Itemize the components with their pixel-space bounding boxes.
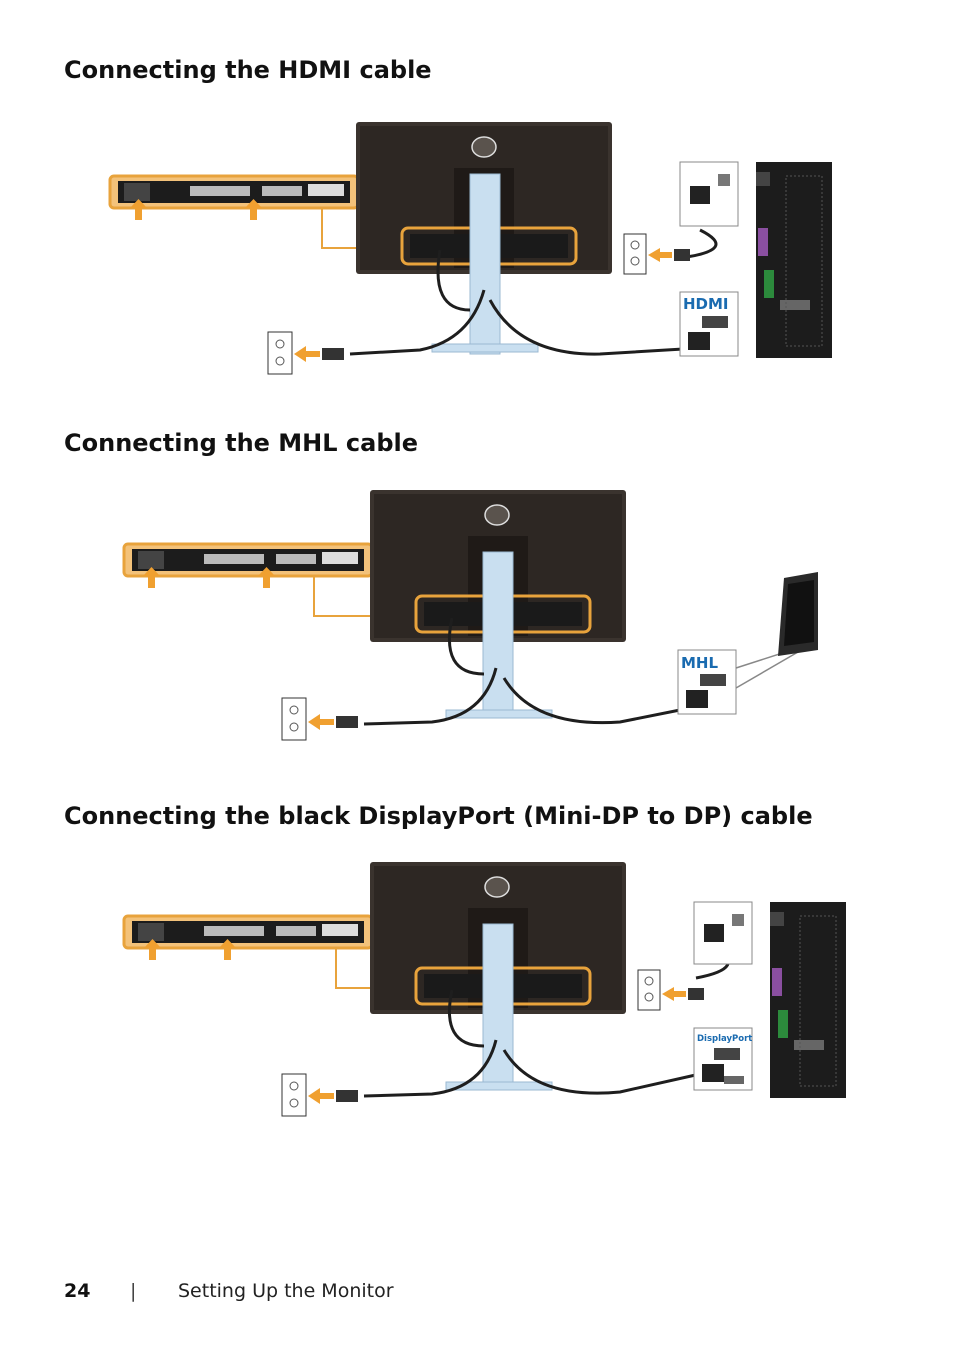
wall-outlet-computer <box>637 969 704 1011</box>
section-heading-mhl: Connecting the MHL cable <box>64 429 419 457</box>
panel-arrow-video <box>245 199 262 220</box>
hdmi-connector-detail: HDMI <box>679 291 739 357</box>
hdmi-connection-diagram: HDMI <box>108 122 832 375</box>
rear-connector-panel <box>122 914 374 950</box>
page-number: 24 <box>64 1280 91 1302</box>
displayport-connector-detail: DisplayPort <box>693 1027 753 1091</box>
computer-tower <box>770 902 846 1098</box>
footer-separator: | <box>130 1280 137 1302</box>
panel-arrow-power <box>144 939 161 960</box>
power-connector-detail <box>679 161 739 227</box>
section-heading-hdmi: Connecting the HDMI cable <box>64 56 432 84</box>
mhl-label: MHL <box>681 654 718 672</box>
mhl-connection-diagram: MHL <box>122 490 818 741</box>
wall-outlet-monitor <box>281 697 358 741</box>
section-heading-displayport: Connecting the black DisplayPort (Mini-D… <box>64 802 813 830</box>
footer-section-title: Setting Up the Monitor <box>178 1280 394 1302</box>
rear-connector-panel <box>108 174 360 210</box>
hdmi-label: HDMI <box>683 295 729 313</box>
displayport-label: DisplayPort <box>697 1034 752 1044</box>
panel-arrow-video <box>219 939 236 960</box>
wall-outlet-monitor <box>267 331 344 375</box>
wall-outlet-monitor <box>281 1073 358 1117</box>
computer-tower <box>756 162 832 358</box>
monitor-back <box>356 122 612 274</box>
panel-arrow-power <box>143 567 160 588</box>
rear-connector-panel <box>122 542 374 578</box>
power-connector-detail <box>693 901 753 965</box>
panel-arrow-power <box>130 199 147 220</box>
smartphone <box>778 572 818 656</box>
panel-arrow-video <box>258 567 275 588</box>
wall-outlet-computer <box>623 233 690 275</box>
displayport-connection-diagram: DisplayPort <box>122 862 846 1117</box>
mhl-connector-detail: MHL <box>677 649 737 715</box>
monitor-stand <box>431 173 539 355</box>
